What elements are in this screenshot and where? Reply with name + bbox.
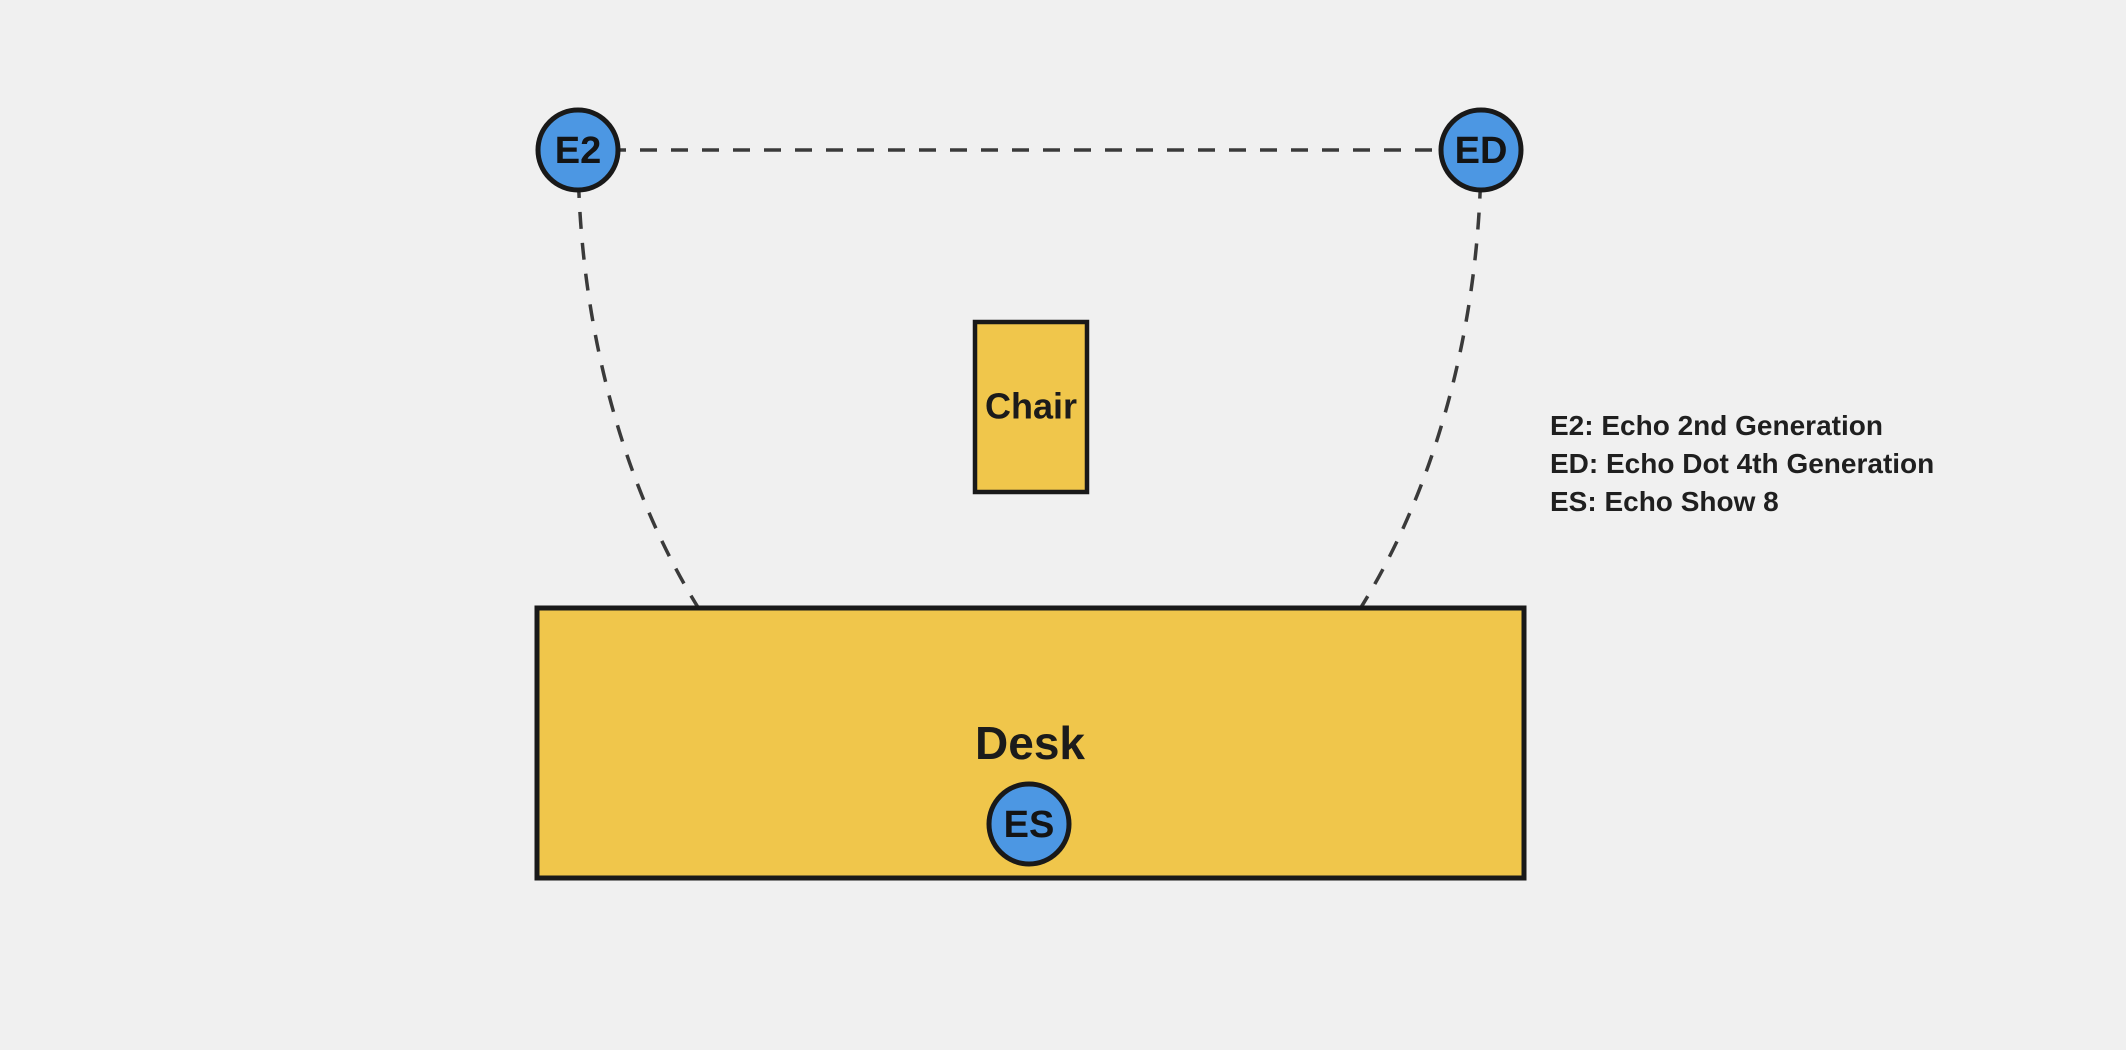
device-label-ed: ED bbox=[1455, 130, 1508, 172]
desk-label: Desk bbox=[975, 717, 1085, 769]
legend-item-es: ES: Echo Show 8 bbox=[1550, 486, 1779, 517]
legend-item-ed: ED: Echo Dot 4th Generation bbox=[1550, 448, 1935, 479]
chair-rect bbox=[972, 319, 1090, 495]
device-label-e2: E2 bbox=[555, 130, 601, 172]
chair-label: Chair bbox=[985, 386, 1077, 427]
legend: E2: Echo 2nd Generation ED: Echo Dot 4th… bbox=[1550, 407, 1934, 521]
legend-item-e2: E2: Echo 2nd Generation bbox=[1550, 410, 1883, 441]
device-node-ed bbox=[1438, 107, 1524, 193]
device-node-es bbox=[986, 781, 1072, 867]
device-node-e2 bbox=[535, 107, 621, 193]
device-label-es: ES bbox=[1004, 804, 1055, 846]
